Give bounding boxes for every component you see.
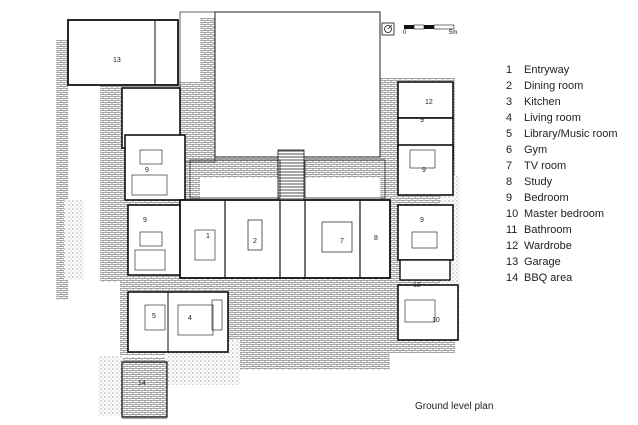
nw-wing [121,87,186,276]
living-wing [127,291,229,353]
room-label-bedroom: 9 [143,217,147,224]
room-label-bbq-area: 14 [138,380,146,387]
plan-caption: Ground level plan [415,401,494,412]
bbq-area [121,361,168,418]
room-labels: 13 9 9 12 9 9 9 12 10 1 2 7 8 5 4 14 [113,57,440,387]
central-block [179,149,391,279]
east-wing [397,81,459,341]
scale-end: 5m [449,30,458,36]
room-label-wardrobe: 12 [413,282,421,289]
scale-start: 0 [403,30,407,36]
courtyard [214,11,381,158]
room-label-master-bedroom: 10 [432,317,440,324]
room-label-study: 8 [374,235,378,242]
garage [67,19,179,86]
scale-bar [404,24,455,30]
room-label-living-room: 4 [188,315,192,322]
room-label-bedroom: 9 [420,217,424,224]
room-label-dining-room: 2 [253,238,257,245]
room-label-library: 5 [152,313,156,320]
room-label-entryway: 1 [206,233,210,240]
room-label-garage: 13 [113,57,121,64]
room-label-bedroom: 9 [420,117,424,124]
room-label-bedroom: 9 [422,167,426,174]
room-label-bedroom: 9 [145,167,149,174]
room-label-wardrobe: 12 [425,99,433,106]
room-label-tv-room: 7 [340,238,344,245]
north-arrow-icon [381,22,395,36]
